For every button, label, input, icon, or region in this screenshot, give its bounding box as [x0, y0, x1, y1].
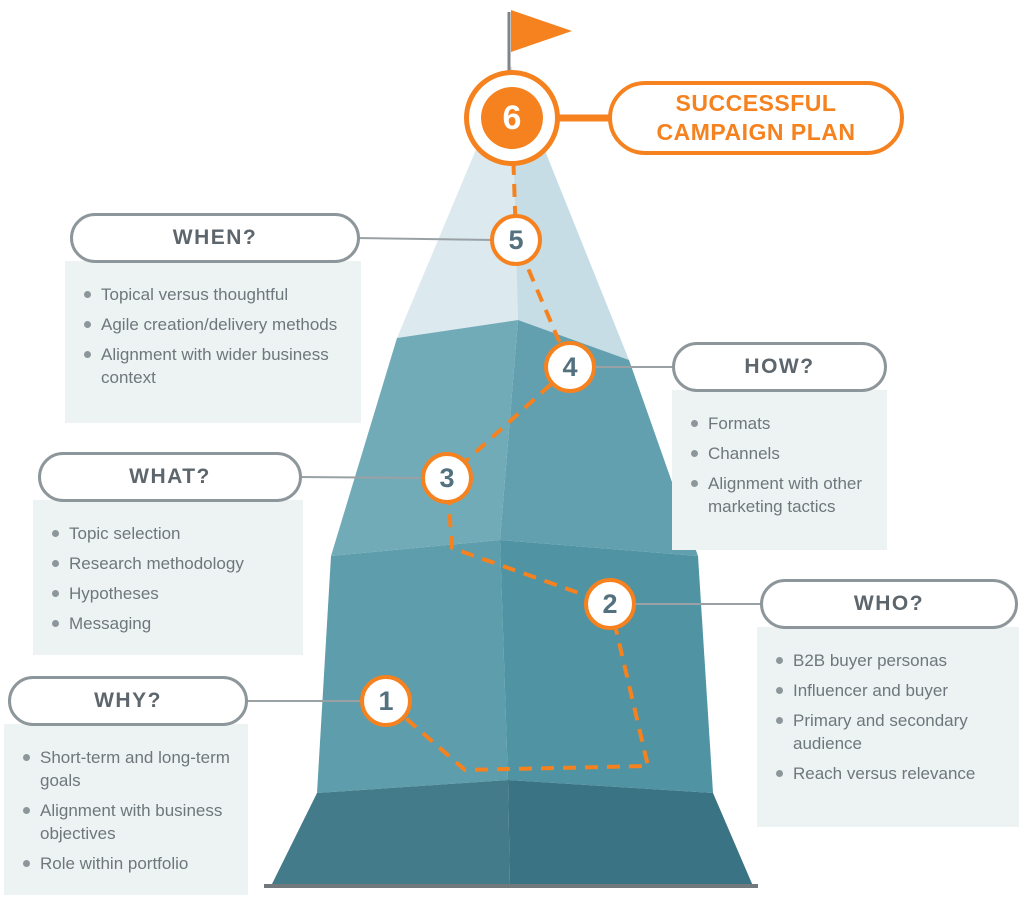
summit-circle: 6: [464, 70, 560, 166]
section-when-pill: WHEN?: [70, 213, 360, 263]
summit-number-badge: 6: [481, 87, 543, 149]
bullet-item: Influencer and buyer: [769, 680, 1005, 703]
step-number-4: 4: [562, 351, 578, 382]
section-who-pill: WHO?: [760, 579, 1018, 629]
section-when-title: WHEN?: [172, 226, 258, 249]
bullet-item: Alignment with business objectives: [16, 800, 234, 846]
section-how-title: HOW?: [744, 355, 815, 378]
climbing-path: [384, 117, 650, 772]
section-why-list: Short-term and long-term goals Alignment…: [16, 747, 234, 876]
bullet-item: Short-term and long-term goals: [16, 747, 234, 793]
section-how-list: Formats Channels Alignment with other ma…: [684, 413, 873, 519]
section-what-title: WHAT?: [129, 465, 211, 488]
bullet-item: Agile creation/delivery methods: [77, 314, 347, 337]
step-number-3: 3: [439, 462, 455, 493]
summit-number: 6: [502, 98, 522, 137]
section-connectors: [244, 237, 764, 702]
section-how-panel: Formats Channels Alignment with other ma…: [672, 390, 887, 550]
campaign-plan-label: SUCCESSFUL CAMPAIGN PLAN: [608, 81, 904, 155]
bullet-item: B2B buyer personas: [769, 650, 1005, 673]
step-circle-4: 4: [544, 341, 596, 393]
section-why-pill: WHY?: [8, 676, 248, 726]
step-number-1: 1: [378, 685, 394, 716]
bullet-item: Research methodology: [45, 553, 289, 576]
bullet-item: Primary and secondary audience: [769, 710, 1005, 756]
section-what-pill: WHAT?: [38, 452, 302, 502]
step-number-5: 5: [508, 224, 524, 255]
bullet-item: Messaging: [45, 613, 289, 636]
step-circle-1: 1: [360, 675, 412, 727]
bullet-item: Role within portfolio: [16, 853, 234, 876]
bullet-item: Channels: [684, 443, 873, 466]
section-who-title: WHO?: [853, 592, 925, 615]
step-number-2: 2: [602, 588, 618, 619]
section-when-panel: Topical versus thoughtful Agile creation…: [65, 261, 361, 423]
step-circle-2: 2: [584, 578, 636, 630]
bullet-item: Topical versus thoughtful: [77, 284, 347, 307]
step-circle-3: 3: [421, 452, 473, 504]
bullet-item: Topic selection: [45, 523, 289, 546]
section-why-title: WHY?: [94, 689, 162, 712]
bullet-item: Alignment with other marketing tactics: [684, 473, 873, 519]
section-when-list: Topical versus thoughtful Agile creation…: [77, 284, 347, 390]
campaign-plan-line2: CAMPAIGN PLAN: [656, 119, 856, 145]
bullet-item: Reach versus relevance: [769, 763, 1005, 786]
bullet-item: Alignment with wider business context: [77, 344, 347, 390]
flag-icon: [507, 10, 572, 78]
section-why-panel: Short-term and long-term goals Alignment…: [4, 724, 248, 895]
section-who-list: B2B buyer personas Influencer and buyer …: [769, 650, 1005, 786]
section-how-pill: HOW?: [672, 342, 887, 392]
bullet-item: Hypotheses: [45, 583, 289, 606]
section-what-panel: Topic selection Research methodology Hyp…: [33, 500, 303, 655]
campaign-plan-line1: SUCCESSFUL: [675, 90, 837, 117]
section-who-panel: B2B buyer personas Influencer and buyer …: [757, 627, 1019, 827]
bullet-item: Formats: [684, 413, 873, 436]
step-circle-5: 5: [490, 214, 542, 266]
section-what-list: Topic selection Research methodology Hyp…: [45, 523, 289, 636]
